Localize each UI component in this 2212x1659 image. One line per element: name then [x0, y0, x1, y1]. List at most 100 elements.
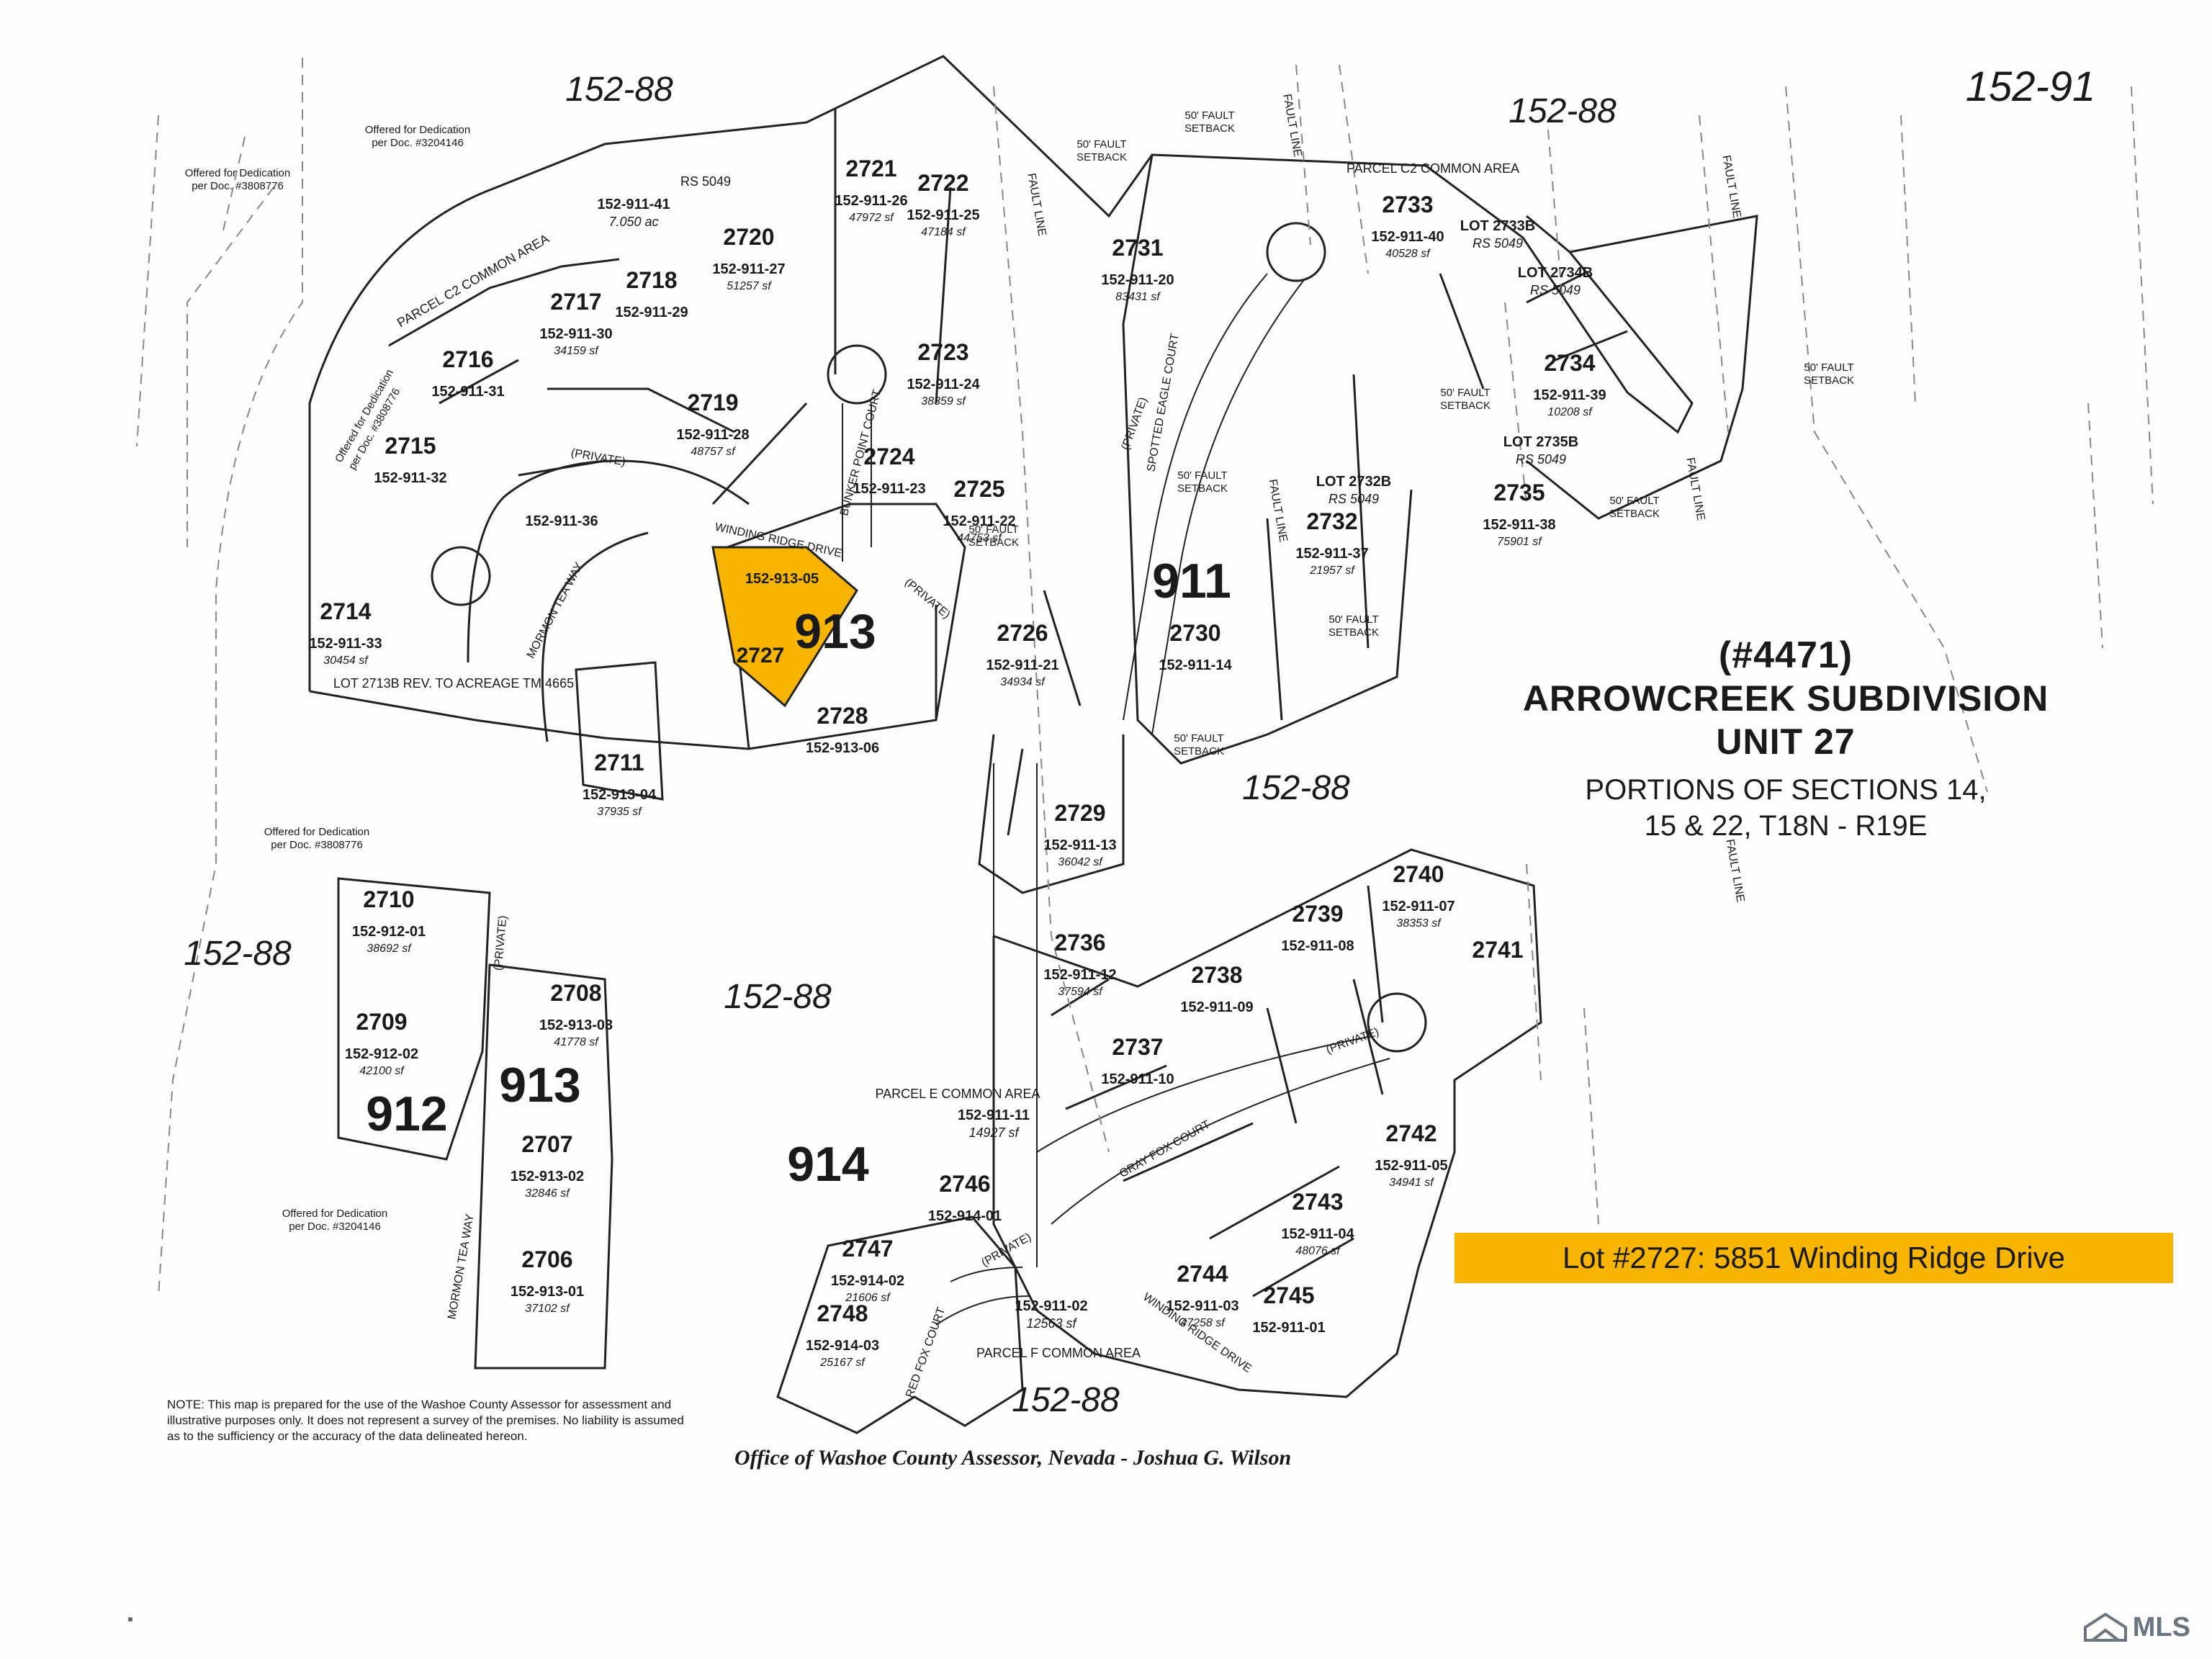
mls-watermark: MLS — [2082, 1611, 2190, 1643]
parcel-area-label: 37935 sf — [597, 806, 642, 818]
street-name-label: RED FOX COURT — [904, 1305, 948, 1399]
parcel-area-label: 34159 sf — [554, 345, 599, 357]
parcel-number-label: 152-913-03 — [539, 1017, 613, 1033]
parcel-number-label: 152-911-14 — [1159, 657, 1232, 673]
common-area-label: PARCEL C2 COMMON AREA — [1346, 161, 1519, 176]
common-area-label: RS 5049 — [680, 174, 731, 189]
parcel-number-label: 152-911-26 — [835, 193, 907, 209]
book-number-label: 152-88 — [1509, 92, 1617, 130]
dashed-line-7 — [1900, 86, 2154, 649]
lot-number-label: 2728 — [817, 703, 868, 729]
parcel-number-label: 152-911-27 — [712, 261, 785, 277]
parcel-area-label: 38353 sf — [1396, 917, 1442, 930]
parcel-number-label: 152-911-40 — [1371, 229, 1444, 245]
parcel-area-label: 47184 sf — [921, 226, 966, 238]
block-number-label: 911 — [1152, 554, 1231, 608]
street-name-label: GRAY FOX COURT — [1118, 1118, 1213, 1180]
parcel-number-label: 152-911-32 — [374, 470, 446, 486]
lot-number-label: 2714 — [320, 598, 371, 624]
parcel-area-label: 38359 sf — [921, 395, 966, 408]
extra-parcel-label: 152-911-11 — [958, 1107, 1030, 1123]
parcel-number-label: 152-911-01 — [1252, 1320, 1325, 1336]
fault-setback-label: SETBACK — [968, 536, 1019, 549]
street-name-label: (PRIVATE) — [493, 915, 510, 971]
parcel-number-label: 152-911-28 — [676, 427, 749, 443]
lot-number-label: 2706 — [521, 1246, 572, 1272]
parcel-number-label: 152-912-02 — [345, 1046, 418, 1062]
parcel-boundary-1 — [308, 55, 1694, 691]
block-number-label: 914 — [787, 1137, 869, 1192]
lot-number-label: 2738 — [1191, 962, 1242, 988]
extra-parcel-label: 152-911-02 — [1015, 1298, 1087, 1314]
lot-number-label: 2730 — [1169, 620, 1220, 646]
lot-number-label: 2746 — [939, 1171, 990, 1197]
lot-number-label: 2718 — [626, 267, 677, 293]
lot-callout-text: Lot #2727: 5851 Winding Ridge Drive — [1562, 1241, 2066, 1274]
fault-setback-label: 50' FAULT — [1609, 495, 1659, 507]
book-number-label: 152-91 — [1966, 63, 2096, 110]
street-name-label: SPOTTED EAGLE COURT — [1145, 333, 1182, 473]
extra-parcel-sublabel: RS 5049 — [1473, 236, 1523, 251]
dashed-line-5 — [1699, 86, 1988, 793]
parcel-area-label: 75901 sf — [1497, 536, 1542, 548]
lot-number-label: 2708 — [550, 980, 601, 1006]
street-name-label: (PRIVATE) — [979, 1231, 1033, 1269]
dedication-note: per Doc. #3808776 — [192, 180, 284, 192]
parcel-boundary-4 — [992, 848, 1542, 1398]
parcel-number-label: 152-911-30 — [539, 326, 612, 342]
disclaimer-note: NOTE: This map is prepared for the use o… — [167, 1398, 684, 1443]
extra-parcel-label: 152-911-36 — [525, 513, 598, 529]
lot-number-label: 2709 — [356, 1009, 407, 1035]
dashed-line-1 — [158, 58, 303, 1297]
parcel-number-label: 152-911-03 — [1166, 1298, 1238, 1314]
lot-number-label: 2737 — [1112, 1034, 1163, 1060]
street-name-label: MORMON TEA WAY — [525, 560, 586, 660]
parcel-number-label: 152-911-23 — [853, 481, 925, 497]
fault-setback-label: SETBACK — [1609, 508, 1660, 520]
fault-line-label: FAULT LINE — [1266, 478, 1289, 543]
parcel-boundary-9 — [1526, 215, 1758, 520]
fault-line-label: FAULT LINE — [1723, 838, 1746, 903]
dedication-note: per Doc. #3808776 — [271, 839, 363, 851]
parcel-area-label: 32846 sf — [525, 1187, 570, 1200]
road-collector — [993, 763, 1390, 1267]
lot-number-label: 2710 — [363, 886, 414, 912]
parcel-area-label: 37102 sf — [525, 1303, 570, 1315]
lot-number-label: 2711 — [594, 750, 644, 775]
fault-setback-label: SETBACK — [1076, 151, 1127, 163]
parcel-area-label: 34941 sf — [1389, 1177, 1434, 1189]
book-number-label: 152-88 — [1242, 769, 1350, 807]
extra-parcel-label: LOT 2733B — [1460, 218, 1535, 234]
lot-number-label: 2741 — [1472, 937, 1523, 963]
block-number-label: 913 — [794, 604, 876, 659]
title-sections-line1: PORTIONS OF SECTIONS 14, — [1585, 774, 1987, 806]
parcel-number-label: 152-911-20 — [1101, 272, 1174, 288]
lot-number-label: 2740 — [1393, 861, 1444, 887]
parcel-area-label: 30454 sf — [323, 655, 369, 667]
road-red-fox — [935, 1267, 1030, 1326]
parcel-area-label: 51257 sf — [727, 280, 772, 292]
cul-de-sac-circle — [431, 546, 491, 606]
lot-number-label: 2747 — [842, 1236, 893, 1262]
lot-number-label: 2707 — [521, 1131, 572, 1157]
lot-number-label: 2726 — [997, 620, 1048, 646]
parcel-area-label: 44753 sf — [957, 532, 1002, 544]
parcel-area-label: 48076 sf — [1295, 1245, 1341, 1257]
dedication-note: per Doc. #3204146 — [289, 1220, 381, 1233]
parcel-number-label: 152-911-07 — [1382, 899, 1455, 914]
dashed-line-3 — [993, 86, 1110, 1153]
parcel-number-label: 152-911-39 — [1533, 387, 1606, 403]
parcel-number-label: 152-911-12 — [1043, 967, 1116, 983]
parcel-number-label: 152-911-13 — [1043, 837, 1116, 853]
parcel-area-label: 38692 sf — [367, 943, 412, 955]
parcel-number-label: 152-913-06 — [806, 740, 879, 756]
parcel-area-label: 34934 sf — [1000, 676, 1046, 688]
dedication-note: per Doc. #3204146 — [372, 137, 464, 149]
common-area-label: LOT 2713B REV. TO ACREAGE TM 4665 — [333, 676, 574, 691]
parcel-area-label: 21957 sf — [1309, 565, 1355, 577]
lot-number-label: 2736 — [1054, 930, 1105, 956]
mls-house-icon — [2083, 1612, 2127, 1642]
dedication-note: Offered for Dedication — [282, 1208, 387, 1220]
parcel-number-label: 152-911-05 — [1375, 1158, 1447, 1174]
fault-setback-label: 50' FAULT — [1177, 469, 1227, 482]
